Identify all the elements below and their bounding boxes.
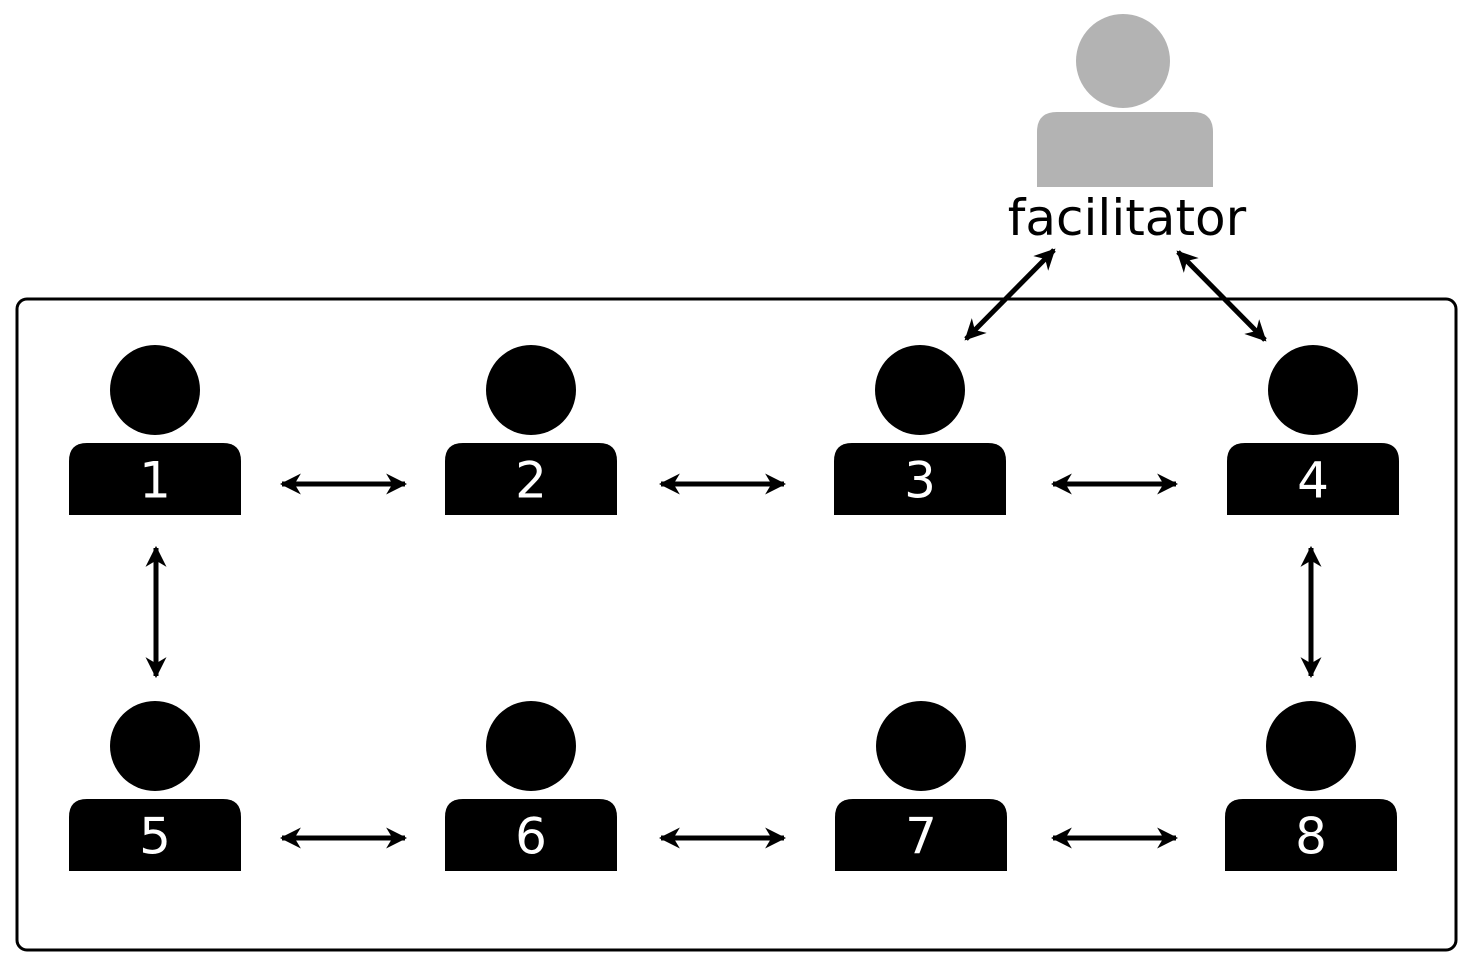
member-number: 1 [139,452,171,510]
member-number: 4 [1297,452,1329,510]
member-number: 3 [904,452,936,510]
facilitator: facilitator [1008,14,1247,247]
group-member-7: 7 [835,701,1007,871]
facilitator-person-icon [1037,14,1213,187]
group-member-1: 1 [69,345,241,515]
member-number: 6 [515,808,547,866]
person-icon [834,345,1006,515]
group-boundary [15,297,1458,952]
bidirectional-arrow-facilitator-4 [1176,250,1267,342]
person-icon [835,701,1007,871]
person-icon [69,701,241,871]
facilitator-label: facilitator [1008,189,1247,247]
group-member-3: 3 [834,345,1006,515]
members: 1 2 3 4 5 6 7 8 [69,345,1399,871]
member-number: 2 [515,452,547,510]
person-icon [1227,345,1399,515]
member-number: 7 [905,808,937,866]
person-icon [445,701,617,871]
group-member-6: 6 [445,701,617,871]
connections [145,248,1322,849]
group-member-2: 2 [445,345,617,515]
person-icon [69,345,241,515]
member-number: 8 [1295,808,1327,866]
group-member-4: 4 [1227,345,1399,515]
person-icon [1225,701,1397,871]
bidirectional-arrow-facilitator-3 [964,248,1056,341]
member-number: 5 [139,808,171,866]
group-member-5: 5 [69,701,241,871]
person-icon [445,345,617,515]
group-member-8: 8 [1225,701,1397,871]
